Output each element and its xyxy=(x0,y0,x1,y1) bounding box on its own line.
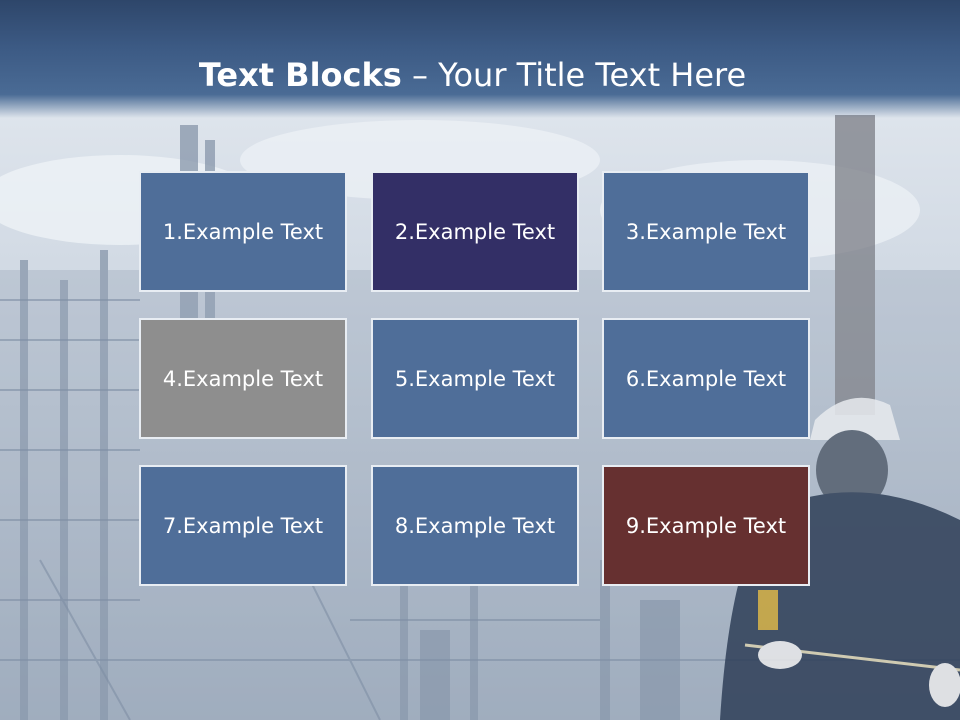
title-bold-part: Text Blocks xyxy=(198,56,402,94)
text-block-3[interactable]: 3.Example Text xyxy=(602,171,810,292)
title-banner xyxy=(0,0,960,118)
text-block-5[interactable]: 5.Example Text xyxy=(371,318,579,439)
title-rest-part: Your Title Text Here xyxy=(438,56,747,94)
text-block-2[interactable]: 2.Example Text xyxy=(371,171,579,292)
text-block-7[interactable]: 7.Example Text xyxy=(139,465,347,586)
text-block-6[interactable]: 6.Example Text xyxy=(602,318,810,439)
title-separator: – xyxy=(401,56,439,94)
text-block-1[interactable]: 1.Example Text xyxy=(139,171,347,292)
text-block-8[interactable]: 8.Example Text xyxy=(371,465,579,586)
text-block-4[interactable]: 4.Example Text xyxy=(139,318,347,439)
slide-title: Text Blocks – Your Title Text Here xyxy=(0,52,945,98)
text-block-9[interactable]: 9.Example Text xyxy=(602,465,810,586)
